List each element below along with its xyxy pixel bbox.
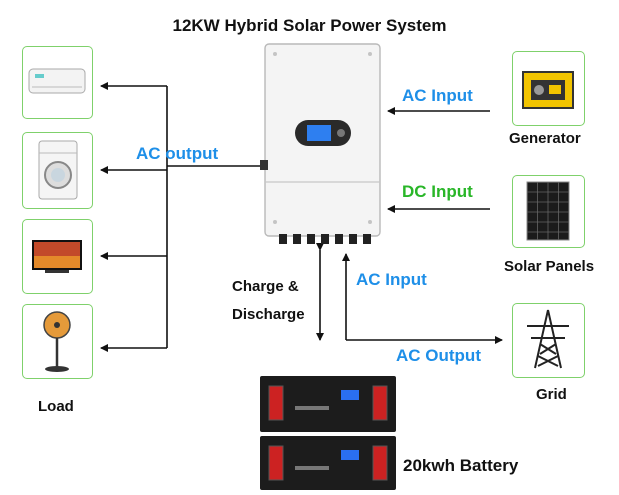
load-box-television: [22, 219, 93, 294]
generator-label: Generator: [509, 130, 581, 147]
charge-label: Charge &: [232, 278, 299, 295]
load-box-fan: [22, 304, 93, 379]
ac-input-generator-label: AC Input: [402, 86, 473, 105]
power-pylon-icon: [527, 309, 569, 369]
source-box-grid: [512, 303, 585, 378]
washing-machine-icon: [38, 140, 78, 200]
grid-label: Grid: [536, 386, 567, 403]
ac-input-grid-label: AC Input: [356, 270, 427, 289]
hybrid-inverter-icon: [260, 43, 381, 244]
air-conditioner-icon: [28, 68, 86, 94]
load-box-washing-machine: [22, 132, 93, 209]
generator-icon: [522, 71, 574, 109]
television-icon: [32, 240, 82, 273]
standing-fan-icon: [43, 311, 71, 372]
diagram-title: 12KW Hybrid Solar Power System: [172, 16, 447, 35]
ac-output-label: AC output: [136, 144, 219, 163]
discharge-label: Discharge: [232, 306, 305, 323]
ac-output-grid-label: AC Output: [396, 346, 481, 365]
load-box-air-conditioner: [22, 46, 93, 119]
solar-panel-icon: [526, 181, 570, 241]
battery-icon: [260, 376, 396, 490]
dc-input-label: DC Input: [402, 182, 473, 201]
battery-label: 20kwh Battery: [403, 456, 519, 475]
load-label: Load: [38, 398, 74, 415]
source-box-solar: [512, 175, 585, 248]
source-box-generator: [512, 51, 585, 126]
solar-panels-label: Solar Panels: [504, 258, 595, 275]
